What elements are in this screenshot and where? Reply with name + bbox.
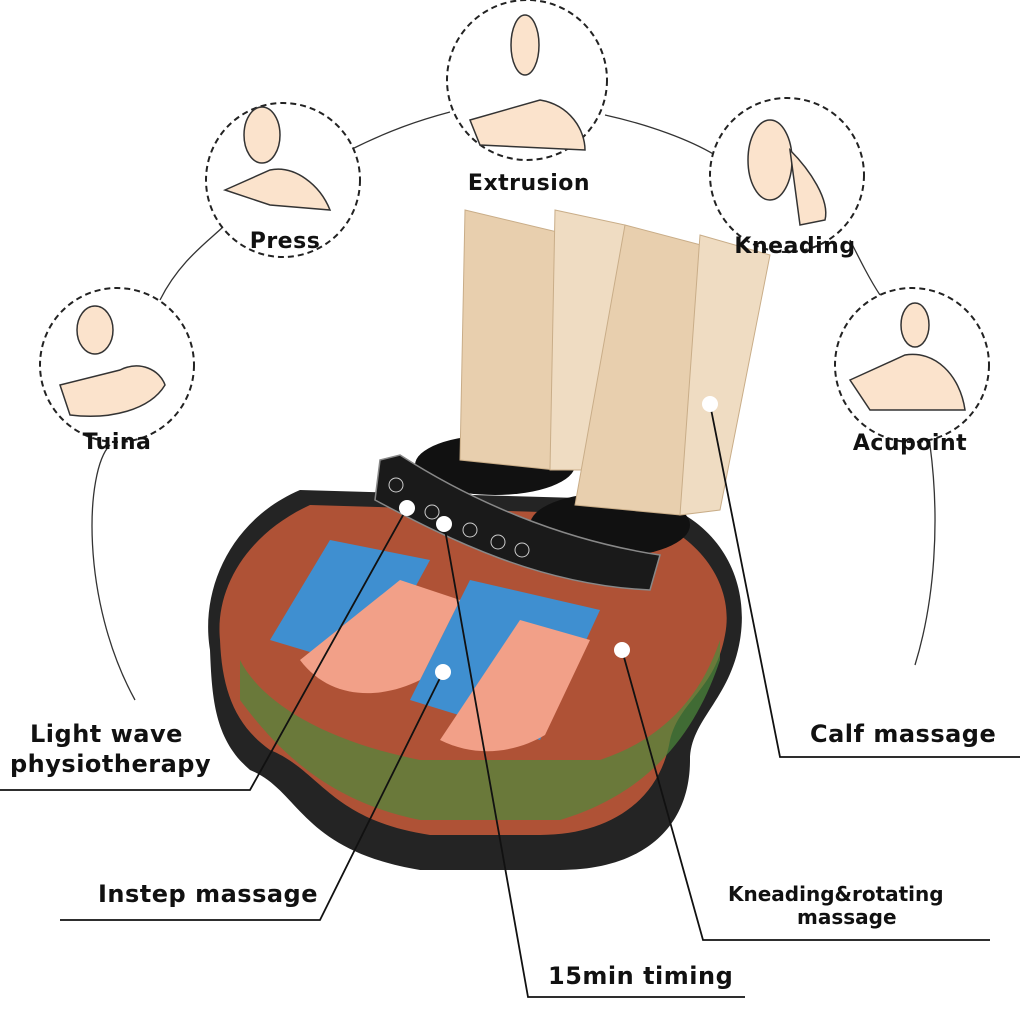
technique-label-acupoint: Acupoint: [852, 431, 968, 456]
tuina-circle: [39, 287, 195, 443]
connector-arc: [91, 111, 936, 701]
callout-instep: Instep massage: [98, 880, 319, 908]
callout-light-wave-line2: physiotherapy: [10, 750, 212, 778]
technique-label-tuina: Tuina: [82, 430, 152, 455]
foot-massager-device: [208, 209, 771, 870]
callout-light-wave-line1: Light wave: [30, 720, 183, 748]
technique-label-kneading: Kneading: [734, 234, 856, 259]
hand-foot-sketches: [59, 14, 966, 417]
mode-button-3: [490, 534, 506, 550]
left-foot-pad: [270, 540, 430, 670]
power-button: [388, 477, 404, 493]
callout-dots: [399, 396, 718, 680]
technique-label-extrusion: Extrusion: [467, 171, 591, 196]
callout-timing: 15min timing: [548, 962, 734, 990]
callout-calf: Calf massage: [810, 720, 997, 748]
technique-label-press: Press: [249, 229, 321, 254]
callout-lines: [0, 403, 1020, 998]
mode-button-2: [462, 522, 478, 538]
mode-button-1: [424, 504, 440, 520]
callout-kneading-line2: massage: [797, 905, 897, 929]
callout-kneading-line1: Kneading&rotating: [728, 882, 944, 906]
control-panel: [374, 454, 661, 591]
mode-button-4: [514, 542, 530, 558]
